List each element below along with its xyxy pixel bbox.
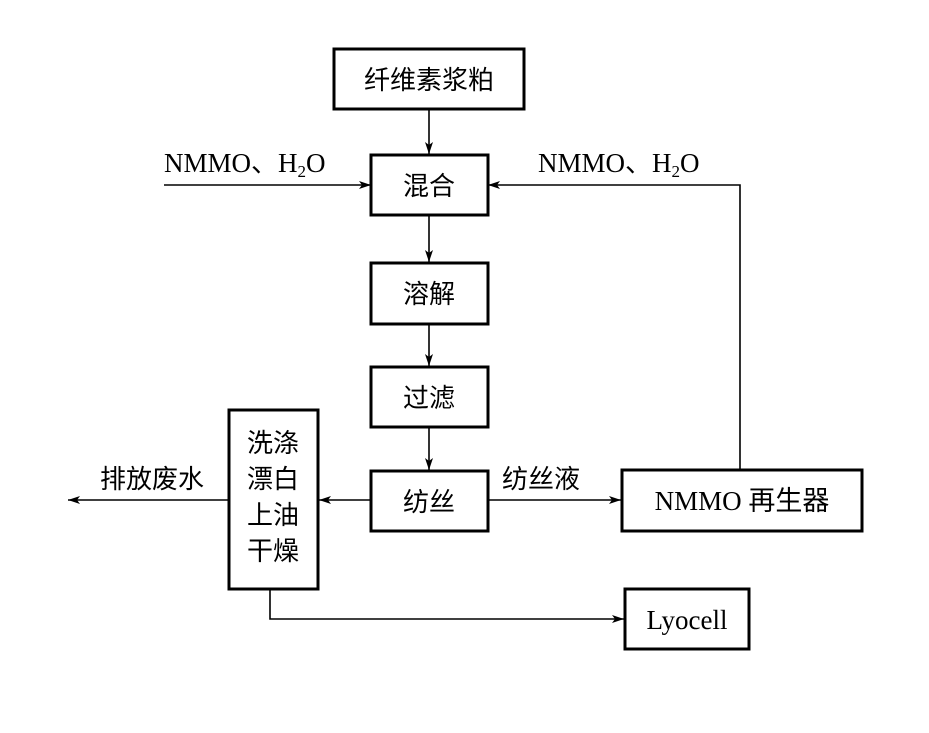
edge-regenerator-recycle-to-mix [488,181,741,469]
label-left-input: NMMO、H2O [164,148,326,181]
connectors [68,110,741,623]
edge-post-to-product [269,590,624,623]
node-spin: 纺丝 [369,469,490,533]
node-product: Lyocell [623,587,751,651]
node-regenerator: NMMO 再生器 [620,468,864,533]
label-recycle: NMMO、H2O [538,148,700,181]
node-post-treatment: 洗涤 漂白 上油 干燥 [227,408,320,591]
node-regenerator-label: NMMO 再生器 [655,486,830,516]
node-pulp: 纤维素浆粕 [332,47,526,111]
label-waste-water: 排放废水 [100,465,204,495]
node-post-line-2: 漂白 [247,465,299,495]
node-post-line-1: 洗涤 [247,429,299,459]
node-pulp-label: 纤维素浆粕 [364,66,494,96]
node-product-label: Lyocell [647,605,728,635]
node-filter: 过滤 [369,365,490,429]
label-spin-solution: 纺丝液 [502,465,580,495]
node-post-line-4: 干燥 [247,537,299,567]
node-dissolve: 溶解 [369,261,490,326]
node-spin-label: 纺丝 [403,488,455,518]
node-filter-label: 过滤 [403,384,455,414]
node-post-line-3: 上油 [247,501,299,531]
node-dissolve-label: 溶解 [403,280,455,310]
node-mix: 混合 [369,153,490,217]
node-mix-label: 混合 [403,172,455,202]
